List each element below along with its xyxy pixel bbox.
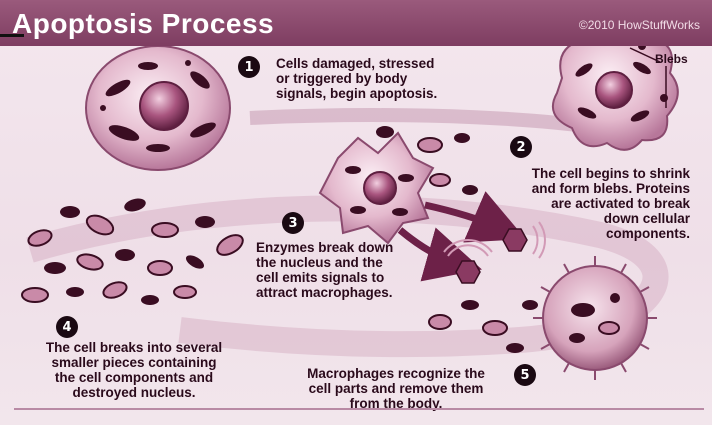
healthy-cell xyxy=(86,46,230,170)
step-3-text: Enzymes break down the nucleus and the c… xyxy=(256,240,456,300)
step-1-description: Cells damaged, stressed or triggered by … xyxy=(276,56,437,101)
copyright-credit: ©2010 HowStuffWorks xyxy=(579,18,700,32)
step-2-description: The cell begins to shrink and form blebs… xyxy=(532,166,690,241)
step-1-text: Cells damaged, stressed or triggered by … xyxy=(276,56,506,101)
page-title: Apoptosis Process xyxy=(12,8,274,40)
step-4-description: The cell breaks into several smaller pie… xyxy=(46,340,222,400)
step-5-badge: 5 xyxy=(514,364,536,386)
step-3-badge: 3 xyxy=(282,212,304,234)
step-2-text: The cell begins to shrink and form blebs… xyxy=(490,166,690,241)
step-3-description: Enzymes break down the nucleus and the c… xyxy=(256,240,393,300)
step-4-badge: 4 xyxy=(56,316,78,338)
bottom-rule xyxy=(14,408,704,410)
blebs-label: Blebs xyxy=(655,52,688,66)
step-5-text: Macrophages recognize the cell parts and… xyxy=(284,366,508,411)
step-4-text: The cell breaks into several smaller pie… xyxy=(14,340,254,400)
macrophage xyxy=(533,256,657,380)
step-5-description: Macrophages recognize the cell parts and… xyxy=(307,366,485,411)
header-bar: Apoptosis Process ©2010 HowStuffWorks xyxy=(0,0,712,46)
step-2-badge: 2 xyxy=(510,136,532,158)
step-1-badge: 1 xyxy=(238,56,260,78)
corner-line xyxy=(0,34,24,37)
fragmenting-cell xyxy=(320,133,433,243)
